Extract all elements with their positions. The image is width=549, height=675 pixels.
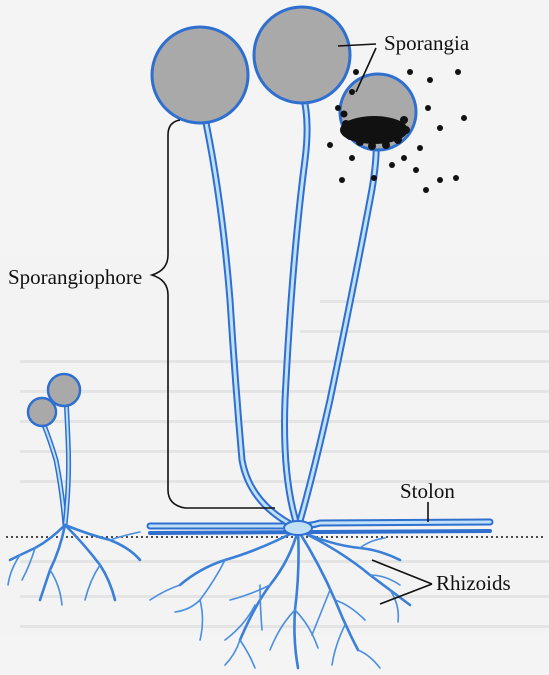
sporangium-left: [152, 27, 248, 123]
small-sporangium-right: [48, 374, 80, 406]
sporangia-label: Sporangia: [384, 31, 470, 55]
stolon-label: Stolon: [400, 479, 455, 503]
small-sporangium-left: [28, 398, 56, 426]
rhizoids-label: Rhizoids: [436, 571, 511, 595]
sporangium-middle: [254, 7, 350, 103]
sporangiophore-label: Sporangiophore: [8, 265, 142, 289]
